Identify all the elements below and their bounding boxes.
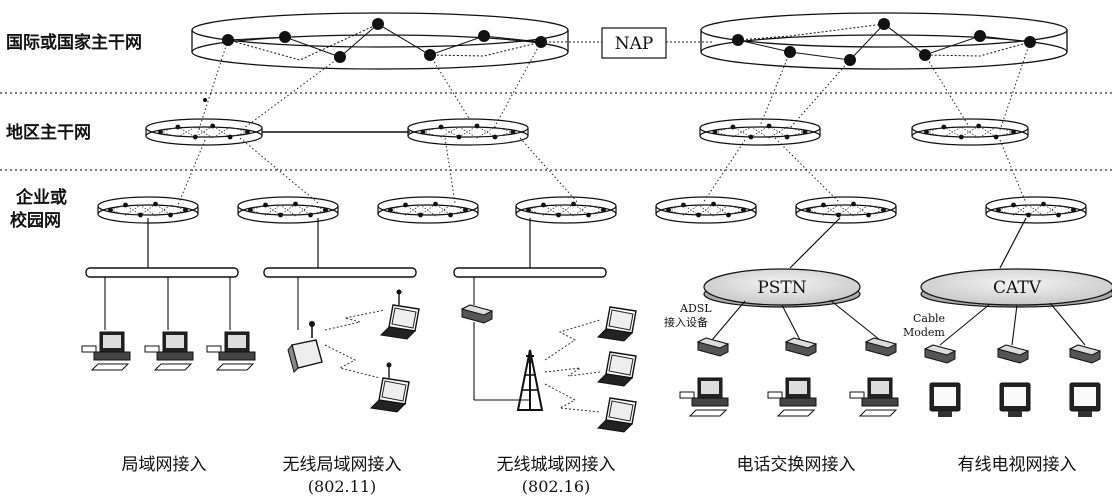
backbone-ring-right: [700, 12, 1068, 70]
pstn-desktop-3: [849, 377, 899, 417]
backbone-ring-left: [191, 12, 569, 70]
wman-laptop-2: [596, 351, 637, 387]
pstn-cloud: PSTN: [703, 268, 861, 308]
catv-tv-3: [1069, 382, 1101, 417]
campus-ring-4: [515, 196, 617, 224]
adsl-modem-3: [864, 337, 898, 357]
campus-ring-3: [377, 196, 479, 224]
caption-title-1: 局域网接入: [122, 455, 207, 475]
regional-rings: [145, 118, 1029, 146]
adsl-label-2: 接入设备: [664, 315, 708, 329]
wman-laptop-3: [596, 397, 637, 433]
caption-sub-2: (802.11): [308, 477, 376, 496]
caption-sub-3: (802.16): [522, 477, 590, 496]
pstn-desktop-2: [767, 377, 817, 417]
regional-ring-3: [699, 118, 821, 146]
wlan-laptop-2: [369, 362, 410, 413]
captions: 局域网接入 无线局域网接入 (802.11) 无线城域网接入 (802.16) 电话交换网…: [122, 455, 1077, 496]
pstn-label: PSTN: [757, 278, 806, 298]
regional-ring-4: [911, 118, 1029, 146]
caption-title-2: 无线局域网接入: [283, 455, 402, 475]
campus-rings: [97, 196, 1087, 224]
layer-separators: [0, 92, 1112, 171]
bus-bars: [85, 267, 607, 278]
nap-label: NAP: [615, 34, 654, 54]
caption-title-4: 电话交换网接入: [737, 455, 856, 475]
wman-laptop-1: [596, 306, 637, 342]
catv-label: CATV: [993, 278, 1042, 298]
devices: [81, 289, 1102, 433]
nap-box: [601, 27, 667, 59]
campus-ring-5: [655, 196, 757, 224]
caption-title-5: 有线电视网接入: [958, 455, 1077, 475]
adsl-label-1: ADSL: [679, 302, 712, 315]
wireless-waves: [324, 309, 601, 413]
cable-modem-3: [1068, 344, 1102, 364]
regional-ring-2: [407, 118, 529, 146]
campus-ring-7: [985, 196, 1087, 224]
layer-label-regional: 地区主干网: [6, 122, 91, 143]
cloud-links: [711, 299, 1086, 346]
lan-desktop-3: [206, 331, 256, 371]
catv-tv-1: [929, 382, 961, 417]
caption-title-3: 无线城域网接入: [497, 455, 616, 475]
lan-desktop-1: [81, 331, 131, 371]
regional-ring-1: [145, 118, 263, 146]
wman-router: [460, 304, 494, 324]
wlan-laptop-1: [379, 289, 420, 340]
cable-modem-2: [996, 344, 1030, 364]
adsl-modem-2: [784, 337, 818, 357]
campus-ring-2: [237, 196, 339, 224]
pstn-desktop-1: [679, 377, 729, 417]
ring-links: [177, 39, 1031, 206]
campus-downlinks: [147, 217, 1027, 269]
layer-label-campus-2: 校园网: [10, 210, 61, 231]
lan-desktop-2: [144, 331, 194, 371]
catv-cloud: CATV: [920, 268, 1112, 308]
cable-label-1: Cable: [913, 312, 945, 325]
adsl-modem-1: [696, 337, 730, 357]
wifi-access-point: [287, 321, 323, 373]
layer-label-campus-1: 企业或: [15, 187, 67, 208]
cable-modem-1: [923, 344, 957, 364]
cable-label-2: Modem: [903, 326, 945, 339]
radio-tower: [516, 349, 544, 411]
catv-tv-2: [999, 382, 1031, 417]
layer-label-backbone: 国际或国家主干网: [6, 32, 142, 53]
campus-ring-6: [795, 196, 897, 224]
